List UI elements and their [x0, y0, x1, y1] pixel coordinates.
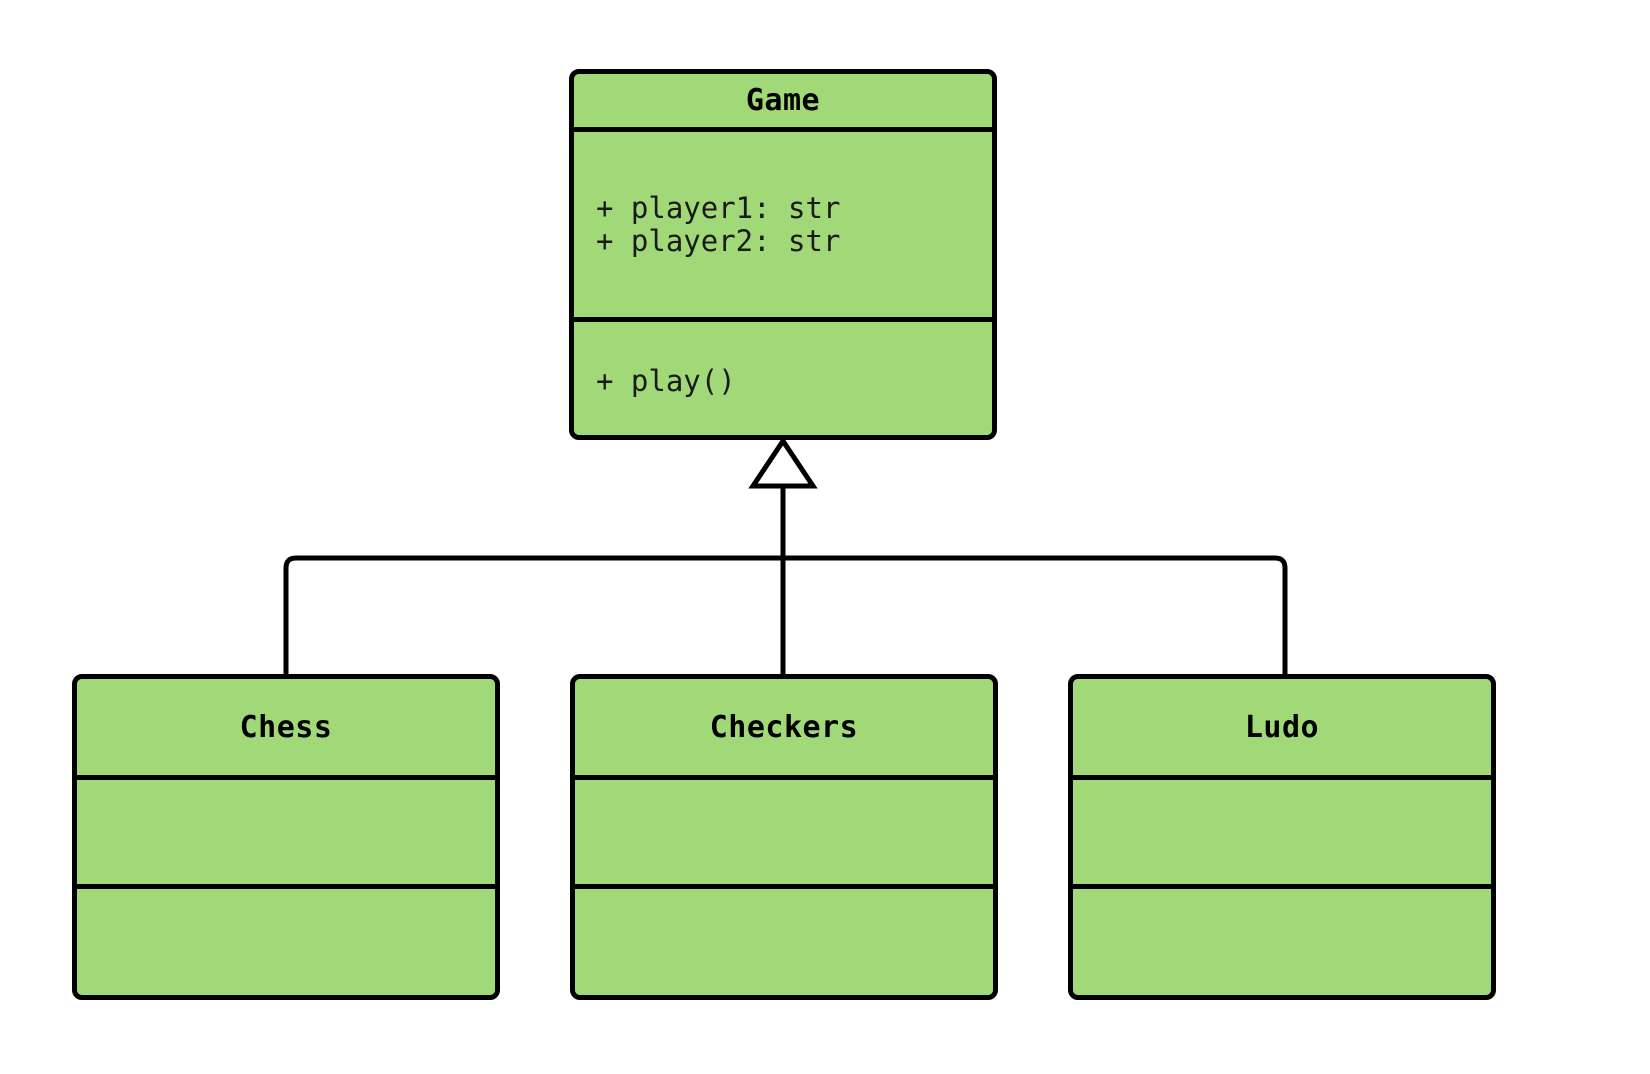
attributes-compartment-game: + player1: str + player2: str — [574, 132, 992, 322]
class-name-chess: Chess — [77, 679, 495, 780]
class-name-game: Game — [574, 74, 992, 132]
attributes-compartment-checkers — [575, 780, 993, 889]
generalization-arrowhead — [748, 436, 818, 489]
attributes-compartment-chess — [77, 780, 495, 889]
methods-compartment-ludo — [1073, 889, 1491, 995]
attribute-item: + player1: str — [596, 191, 841, 226]
class-box-chess[interactable]: Chess — [72, 674, 500, 1000]
methods-compartment-chess — [77, 889, 495, 995]
method-item: + play() — [596, 363, 736, 398]
class-box-game[interactable]: Game + player1: str + player2: str + pla… — [569, 69, 997, 440]
class-name-ludo: Ludo — [1073, 679, 1491, 780]
class-box-checkers[interactable]: Checkers — [570, 674, 998, 1000]
methods-compartment-game: + play() — [574, 322, 992, 435]
attribute-item: + player2: str — [596, 223, 841, 258]
attributes-compartment-ludo — [1073, 780, 1491, 889]
class-box-ludo[interactable]: Ludo — [1068, 674, 1496, 1000]
class-name-checkers: Checkers — [575, 679, 993, 780]
methods-compartment-checkers — [575, 889, 993, 995]
